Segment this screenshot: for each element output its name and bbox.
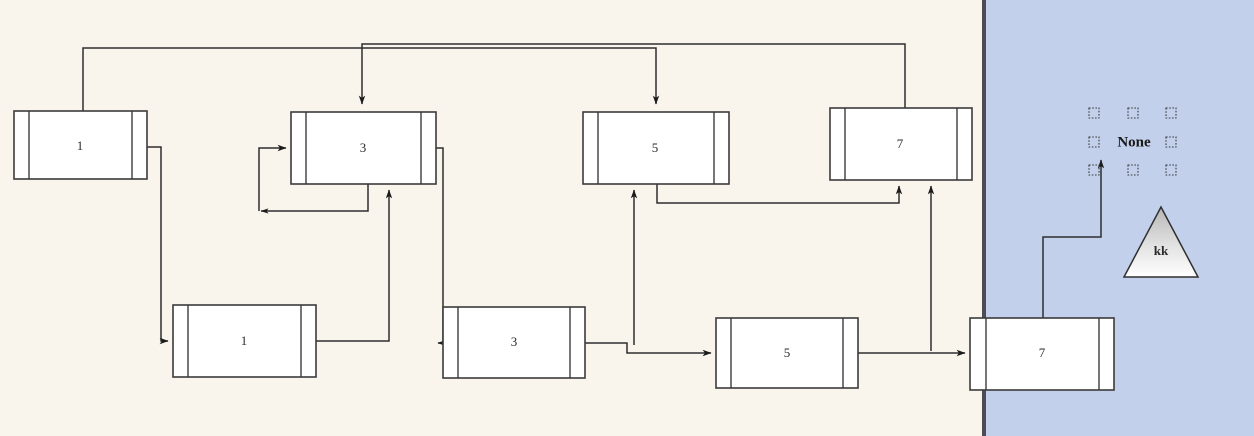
node-bot-1-label: 1 (241, 333, 248, 348)
node-bot-1[interactable]: 1 (172, 304, 317, 378)
selection-handle-ne[interactable] (1165, 107, 1177, 119)
node-bot-3-label: 3 (511, 334, 518, 349)
selection-handle-w[interactable] (1088, 136, 1100, 148)
edge-bot7-to-selection[interactable] (1042, 159, 1105, 318)
node-bot-5-label: 5 (784, 345, 791, 360)
selection-handle-e[interactable] (1165, 136, 1177, 148)
selection-handle-sw[interactable] (1088, 164, 1100, 176)
node-top-5[interactable]: 5 (582, 111, 730, 185)
selection-handle-s[interactable] (1127, 164, 1139, 176)
node-top-7[interactable]: 7 (829, 107, 973, 181)
node-top-5-label: 5 (652, 140, 659, 155)
selection-group[interactable]: None (1088, 107, 1177, 176)
edge-top3-self-loop[interactable] (260, 184, 369, 214)
edge-layer (82, 43, 1105, 357)
edge-bot3-to-bot5[interactable] (585, 342, 712, 357)
edge-top1-to-top5[interactable] (82, 47, 660, 111)
node-top-3[interactable]: 3 (290, 111, 437, 185)
node-bot-3[interactable]: 3 (442, 306, 586, 379)
node-bot-7-label: 7 (1039, 345, 1046, 360)
selection-handle-n[interactable] (1127, 107, 1139, 119)
edge-top3-to-bot3[interactable] (436, 147, 447, 347)
selection-label: None (1117, 134, 1151, 150)
edge-top3-self-loop-return[interactable] (258, 144, 287, 211)
node-triangle-kk-label: kk (1154, 243, 1169, 258)
edge-top7-to-top3[interactable] (358, 43, 906, 108)
node-top-3-label: 3 (360, 140, 367, 155)
node-bot-7[interactable]: 7 (969, 317, 1115, 391)
node-bot-5[interactable]: 5 (715, 317, 859, 389)
selection-handle-se[interactable] (1165, 164, 1177, 176)
selection-handle-nw[interactable] (1088, 107, 1100, 119)
pane-divider[interactable] (982, 0, 986, 436)
edge-top5-to-top7[interactable] (656, 184, 903, 204)
node-top-7-label: 7 (897, 136, 904, 151)
edge-top1-to-bot1[interactable] (147, 146, 169, 345)
node-top-1-label: 1 (77, 138, 84, 153)
node-top-1[interactable]: 1 (13, 110, 148, 180)
edge-bot1-to-top3[interactable] (316, 189, 393, 342)
node-triangle-kk[interactable]: kk (1122, 205, 1200, 278)
